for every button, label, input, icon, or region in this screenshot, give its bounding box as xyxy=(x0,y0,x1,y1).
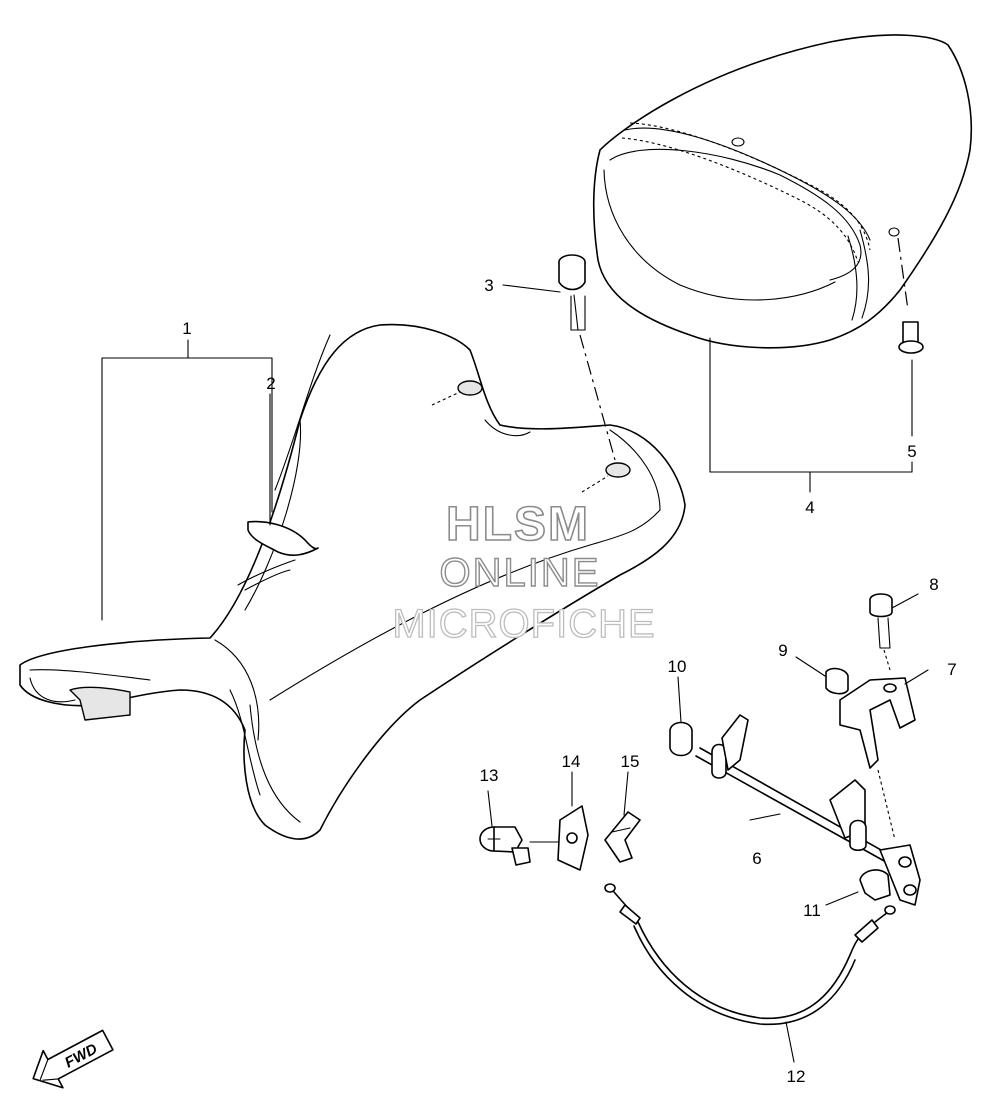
watermark-line-3: MICROFICHE xyxy=(392,602,655,646)
fwd-arrow-icon: FWD xyxy=(32,1029,114,1089)
bolt-part-3 xyxy=(558,254,616,461)
callout-14: 14 xyxy=(562,752,581,771)
callout-11: 11 xyxy=(803,901,821,920)
callout-5: 5 xyxy=(907,442,916,461)
cable-part-12 xyxy=(604,883,896,1026)
rear-seat xyxy=(592,34,973,349)
callout-9: 9 xyxy=(778,641,787,660)
callouts: 1 2 3 4 5 6 7 8 9 10 11 12 13 14 15 xyxy=(182,276,956,1086)
clip-part-5 xyxy=(897,237,924,354)
callout-1: 1 xyxy=(182,319,191,338)
callout-12: 12 xyxy=(787,1067,806,1086)
main-seat xyxy=(19,323,686,840)
leader-lines xyxy=(101,284,929,1063)
clip-part-15 xyxy=(604,811,641,863)
callout-3: 3 xyxy=(484,276,493,295)
latch-assembly xyxy=(669,593,921,906)
watermark: HLSM ONLINE MICROFICHE xyxy=(392,497,656,646)
callout-6: 6 xyxy=(752,849,761,868)
callout-13: 13 xyxy=(480,766,499,785)
watermark-line-2: ONLINE xyxy=(440,551,601,595)
callout-10: 10 xyxy=(668,657,687,676)
plate-part-14 xyxy=(557,805,589,871)
callout-2: 2 xyxy=(266,374,275,393)
watermark-line-1: HLSM xyxy=(446,498,590,551)
callout-7: 7 xyxy=(947,660,956,679)
callout-4: 4 xyxy=(805,498,814,517)
lock-cylinder-part-13 xyxy=(479,826,561,866)
callout-8: 8 xyxy=(929,575,938,594)
callout-15: 15 xyxy=(621,752,640,771)
